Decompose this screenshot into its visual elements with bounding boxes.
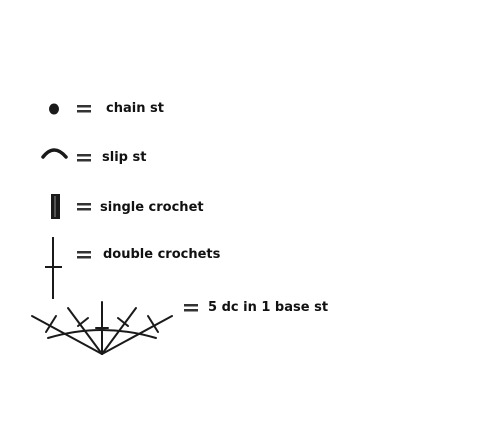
legend-label-slip-st: slip st (102, 150, 147, 165)
five-dc-fan-icon (31, 301, 173, 355)
legend-label-chain-st: chain st (106, 101, 164, 116)
equals-sign (184, 304, 198, 312)
equals-sign (77, 203, 91, 211)
chain-stitch-icon (49, 103, 59, 115)
legend-label-double-crochets: double crochets (103, 247, 221, 262)
single-crochet-icon (51, 194, 60, 219)
slip-stitch-icon (41, 148, 68, 159)
double-crochet-icon (45, 237, 62, 299)
equals-sign (77, 154, 91, 162)
equals-sign (77, 105, 91, 113)
legend-label-five-dc: 5 dc in 1 base st (208, 300, 329, 315)
equals-sign (77, 251, 91, 259)
legend-label-single-crochet: single crochet (100, 200, 204, 215)
